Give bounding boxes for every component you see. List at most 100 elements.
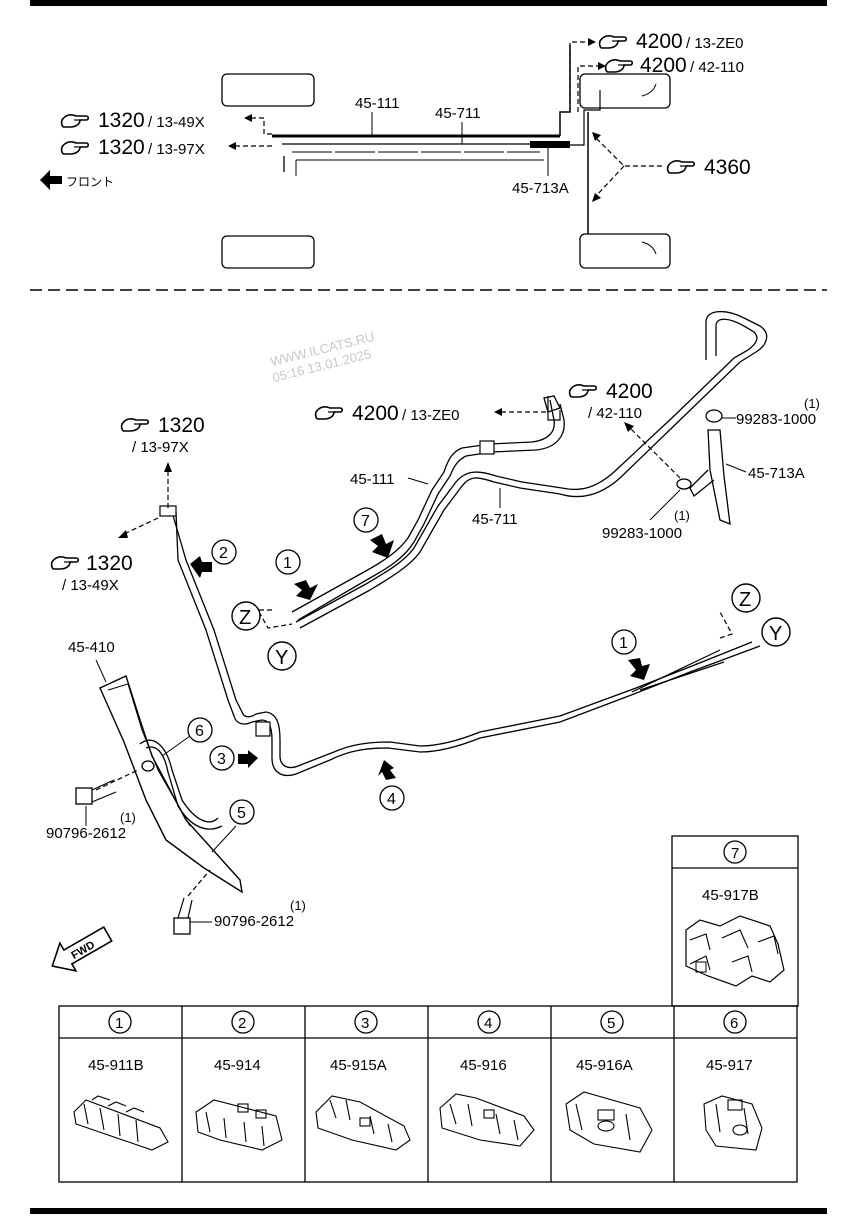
clip-3-index: 3 [361,1015,369,1032]
arrow-callout-2 [190,556,212,578]
top-border [30,0,827,6]
callout-2[interactable]: 2 [211,539,237,565]
bracket-45-410 [75,659,243,935]
ref-code-13-97x-main[interactable]: / 13-97X [132,439,189,456]
label-45-111-top: 45-111 [355,95,399,112]
clip-table-text: 1 2 3 4 5 6 45-911B 45-914 45-915A 45-91… [88,1015,753,1074]
clip-2-index: 2 [238,1015,246,1032]
callout-1-left[interactable]: 1 [275,549,301,575]
qty-clamp-lower: (1) [674,508,690,523]
arrow-callout-3 [238,750,258,768]
clip-2-part[interactable]: 45-914 [214,1057,261,1074]
hand-pointer-icon [60,114,90,128]
watermark: WWW.ILCATS.RU 05:16 13.01.2025 [269,329,376,385]
clip-6-index: 6 [730,1015,738,1032]
label-45-410: 45-410 [68,639,115,656]
clip-2-sketch [195,1099,283,1151]
clip-3-part[interactable]: 45-915A [330,1057,387,1074]
clip-1-part[interactable]: 45-911B [88,1057,144,1074]
hose-45-713a-top [530,141,570,148]
callout-1-right[interactable]: 1 [611,629,637,655]
wheel-rear-right [579,233,671,269]
svg-text:3: 3 [217,751,226,768]
wheel-rear-left [579,73,671,109]
ref-1320-97x-main[interactable]: 1320 [158,414,205,437]
clip-7-index: 7 [731,845,739,862]
svg-text:4: 4 [387,791,396,808]
clip-4-index: 4 [484,1015,492,1032]
svg-text:6: 6 [195,723,204,740]
clip-6-part[interactable]: 45-917 [706,1057,753,1074]
bottom-border [30,1208,827,1214]
clip-5-sketch [565,1091,653,1153]
ref-1320-97x-top[interactable]: 1320 [98,136,145,159]
svg-text:5: 5 [237,805,246,822]
ref-1320-49x-top[interactable]: 1320 [98,109,145,132]
callout-z-left[interactable]: Z [231,601,261,631]
ref-code-13-97x-top[interactable]: / 13-97X [148,141,205,158]
arrow-callout-1-right [628,658,650,680]
clip-3-sketch [315,1095,411,1151]
callout-6[interactable]: 6 [187,717,213,743]
svg-text:Y: Y [769,623,782,645]
label-45-711: 45-711 [472,511,518,528]
fwd-label: FWD [69,939,97,962]
label-clamp-upper: 99283-1000 [736,411,816,428]
ref-code-13-ze0-main[interactable]: / 13-ZE0 [402,407,460,424]
clip-table-grid [58,1005,798,1183]
front-label: フロント [66,175,114,189]
clip-7-part[interactable]: 45-917B [702,887,759,904]
svg-text:Z: Z [239,607,251,629]
label-45-711-top: 45-711 [435,105,481,122]
front-arrow-icon [40,170,62,190]
svg-text:Z: Z [739,589,751,611]
clip-5-index: 5 [607,1015,615,1032]
ref-4200-110-main[interactable]: 4200 [606,380,653,403]
ref-1320-49x-main[interactable]: 1320 [86,552,133,575]
svg-text:1: 1 [619,635,628,652]
clip-5-part[interactable]: 45-916A [576,1057,633,1074]
callout-7[interactable]: 7 [353,507,379,533]
callout-z-right[interactable]: Z [731,583,761,613]
ref-code-42-110-top[interactable]: / 42-110 [690,59,744,76]
ref-code-13-ze0-top[interactable]: / 13-ZE0 [686,35,744,52]
hand-pointer-icon [598,35,628,49]
clip-7-box [671,835,799,1007]
clip-1-sketch [73,1095,169,1151]
ref-code-42-110-main[interactable]: / 42-110 [588,405,642,422]
hand-pointer-icon [666,160,696,174]
ref-4200-110-top[interactable]: 4200 [640,54,687,77]
arrow-callout-1-left [294,580,318,600]
label-45-713a-top: 45-713A [512,180,569,197]
callout-3[interactable]: 3 [209,745,235,771]
qty-bolt-lower: (1) [290,898,306,913]
main-arrows [118,408,650,780]
callout-4[interactable]: 4 [379,785,405,811]
fwd-arrow-icon: FWD [51,925,113,972]
clip-4-sketch [439,1093,535,1147]
callout-y-left[interactable]: Y [267,641,297,671]
top-view: 45-111 45-711 45-713A 1320 / 13-49X 1320… [40,30,751,269]
clip-1-index: 1 [115,1015,123,1032]
ref-4200-ze0-top[interactable]: 4200 [636,30,683,53]
ref-4200-ze0-main[interactable]: 4200 [352,402,399,425]
label-clamp-lower: 99283-1000 [602,525,682,542]
svg-text:Y: Y [275,647,288,669]
svg-text:7: 7 [361,513,370,530]
ref-code-13-49x-top[interactable]: / 13-49X [148,114,205,131]
label-45-111: 45-111 [350,471,394,488]
callout-5[interactable]: 5 [229,799,255,825]
hand-pointer-icon [60,141,90,155]
clip-4-part[interactable]: 45-916 [460,1057,507,1074]
ref-4360-top[interactable]: 4360 [704,156,751,179]
label-45-713a: 45-713A [748,465,805,482]
ref-code-13-49x-main[interactable]: / 13-49X [62,577,119,594]
clip-6-sketch [703,1095,763,1151]
svg-text:1: 1 [283,555,292,572]
main-view [123,311,768,777]
callout-y-right[interactable]: Y [761,617,791,647]
hand-pointer-icon [604,59,634,73]
wheel-front-right [221,235,315,269]
qty-bolt-upper: (1) [120,810,136,825]
label-bolt-upper: 90796-2612 [46,825,126,842]
